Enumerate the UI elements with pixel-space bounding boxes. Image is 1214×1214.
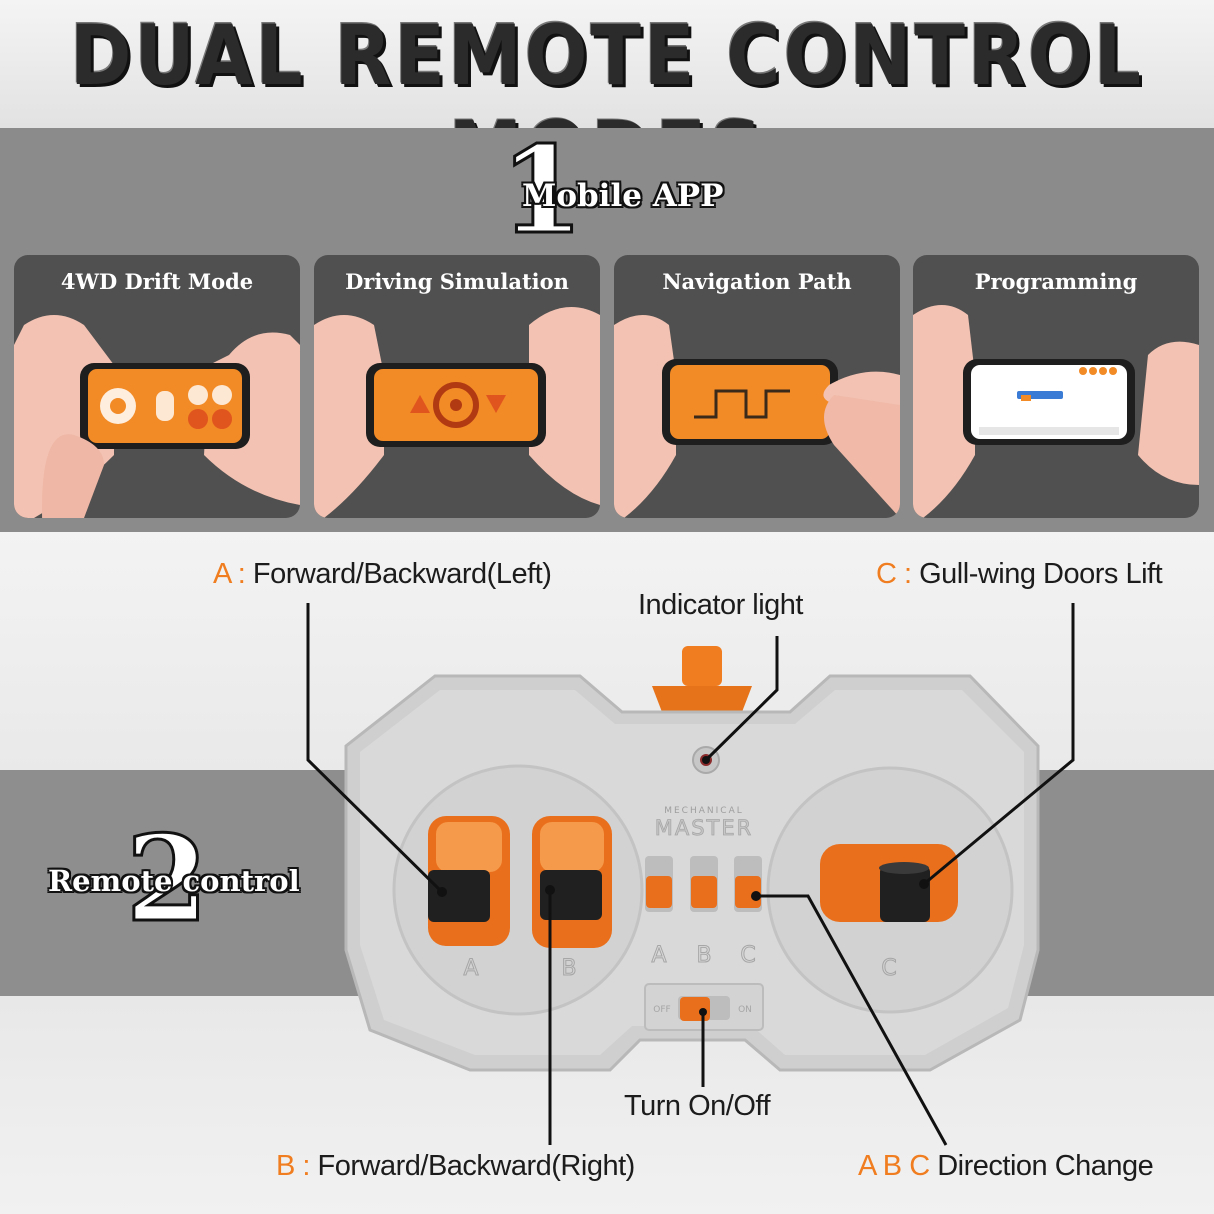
stick-b[interactable] bbox=[532, 816, 612, 948]
switch-a-label: A bbox=[651, 943, 666, 968]
hands-phone-illustration bbox=[614, 315, 900, 518]
card-programming: Programming bbox=[913, 255, 1199, 518]
off-label: OFF bbox=[653, 1005, 670, 1015]
callout-c-key: C : bbox=[876, 558, 912, 590]
stick-a-label: A bbox=[463, 956, 478, 981]
direction-switch-b[interactable] bbox=[690, 856, 718, 912]
callout-line-abc bbox=[756, 894, 948, 1146]
mode2-heading: 2 Remote control bbox=[48, 809, 300, 948]
callout-line-a bbox=[306, 603, 444, 894]
mode1-number: 1 bbox=[499, 120, 585, 261]
callout-a-text: Forward/Backward(Left) bbox=[252, 558, 552, 590]
callout-b-key: B : bbox=[276, 1150, 310, 1182]
callout-a-key: A : bbox=[213, 558, 246, 590]
callout-line-indicator bbox=[704, 636, 779, 762]
callout-indicator: Indicator light bbox=[638, 589, 804, 622]
stick-c-label: C bbox=[881, 956, 896, 981]
card-4wd-drift-mode: 4WD Drift Mode bbox=[14, 255, 300, 518]
card-navigation-path: Navigation Path bbox=[614, 255, 900, 518]
card-title: 4WD Drift Mode bbox=[60, 269, 254, 294]
card-driving-simulation: Driving Simulation bbox=[314, 255, 600, 518]
callout-abc: A B C Direction Change bbox=[858, 1150, 1154, 1183]
mode1-heading: 1 Mobile APP bbox=[499, 120, 760, 261]
card-title: Driving Simulation bbox=[345, 269, 569, 294]
callout-power-text: Turn On/Off bbox=[624, 1090, 771, 1122]
hands-phone-illustration bbox=[913, 305, 1199, 518]
card-title: Navigation Path bbox=[662, 269, 852, 294]
switch-c-label: C bbox=[740, 943, 755, 968]
mode1-title: Mobile APP bbox=[522, 178, 724, 214]
mode2-number: 2 bbox=[124, 809, 209, 948]
callout-power: Turn On/Off bbox=[624, 1090, 771, 1123]
switch-b-label: B bbox=[696, 943, 711, 968]
header: DUAL REMOTE CONTROL MODES bbox=[0, 0, 1214, 200]
hands-phone-illustration bbox=[14, 315, 300, 518]
callout-lines bbox=[306, 603, 1075, 1146]
callout-b: B : Forward/Backward(Right) bbox=[276, 1150, 635, 1183]
stick-a[interactable] bbox=[428, 816, 510, 946]
callout-b-text: Forward/Backward(Right) bbox=[317, 1150, 636, 1182]
callout-abc-key: A B C bbox=[858, 1150, 930, 1182]
direction-switch-c[interactable] bbox=[734, 856, 762, 912]
stick-c[interactable] bbox=[820, 844, 958, 922]
callout-line-c bbox=[923, 603, 1075, 886]
card-title: Programming bbox=[974, 269, 1138, 294]
hands-phone-illustration bbox=[314, 307, 600, 518]
brand-small: MECHANICAL bbox=[664, 806, 744, 816]
direction-switch-a[interactable] bbox=[645, 856, 673, 912]
stick-b-label: B bbox=[561, 956, 576, 981]
callout-c-text: Gull-wing Doors Lift bbox=[919, 558, 1163, 590]
antenna bbox=[652, 646, 752, 712]
brand-large: MASTER bbox=[655, 816, 754, 840]
callout-abc-text: Direction Change bbox=[937, 1150, 1154, 1182]
power-switch[interactable] bbox=[644, 983, 764, 1031]
callout-a: A : Forward/Backward(Left) bbox=[213, 558, 552, 591]
callout-c: C : Gull-wing Doors Lift bbox=[876, 558, 1163, 591]
mode2-title: Remote control bbox=[48, 864, 300, 898]
callout-indicator-text: Indicator light bbox=[638, 589, 804, 621]
on-label: ON bbox=[738, 1005, 752, 1015]
